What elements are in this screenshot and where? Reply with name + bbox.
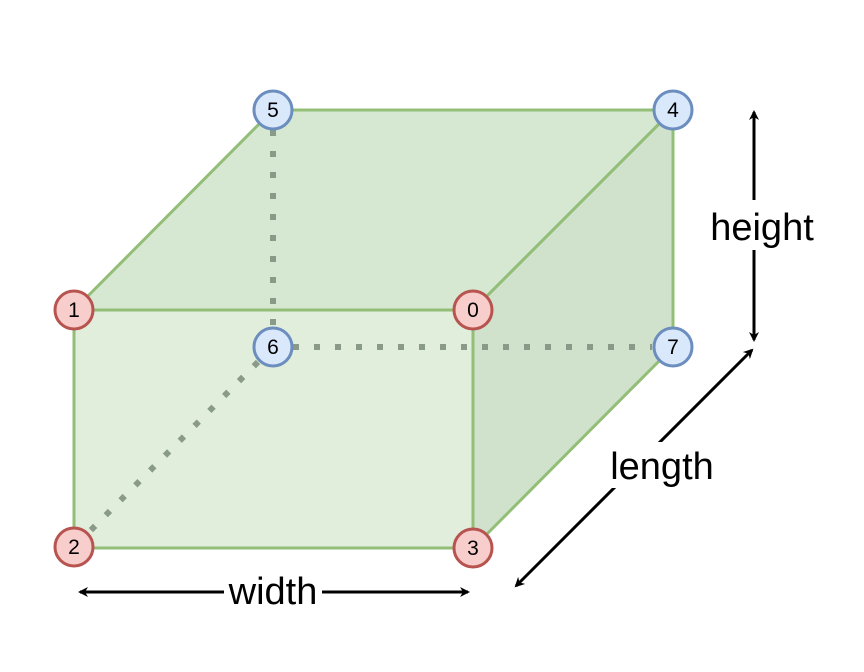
- vertex-circle: [652, 326, 694, 368]
- vertex-4: 4: [652, 89, 694, 131]
- width-label: width: [228, 571, 318, 613]
- length-label: length: [610, 446, 714, 488]
- vertex-circle: [252, 326, 294, 368]
- vertex-circle: [652, 89, 694, 131]
- vertex-circle: [252, 89, 294, 131]
- width-label-bg: [224, 568, 322, 612]
- vertex-circle: [53, 526, 95, 568]
- vertex-label: 6: [267, 336, 279, 359]
- vertex-label: 7: [667, 336, 679, 359]
- height-label: height: [710, 207, 814, 249]
- vertex-label: 1: [68, 299, 80, 322]
- vertex-6: 6: [252, 326, 294, 368]
- vertex-2: 2: [53, 526, 95, 568]
- vertex-label: 5: [267, 99, 279, 122]
- length-label-bg: [600, 442, 724, 488]
- vertex-label: 4: [667, 99, 679, 122]
- vertex-0: 0: [452, 289, 494, 331]
- vertex-label: 0: [467, 299, 479, 322]
- vertex-circle: [452, 289, 494, 331]
- vertex-label: 2: [68, 536, 80, 559]
- vertex-circle: [452, 527, 494, 569]
- vertex-1: 1: [53, 289, 95, 331]
- height-label-bg: [700, 200, 824, 250]
- vertex-5: 5: [252, 89, 294, 131]
- vertex-layer: 0 1 2 3 4 5 6 7: [53, 89, 694, 569]
- vertex-3: 3: [452, 527, 494, 569]
- vertex-7: 7: [652, 326, 694, 368]
- vertex-label: 3: [467, 537, 479, 560]
- vertex-circle: [53, 289, 95, 331]
